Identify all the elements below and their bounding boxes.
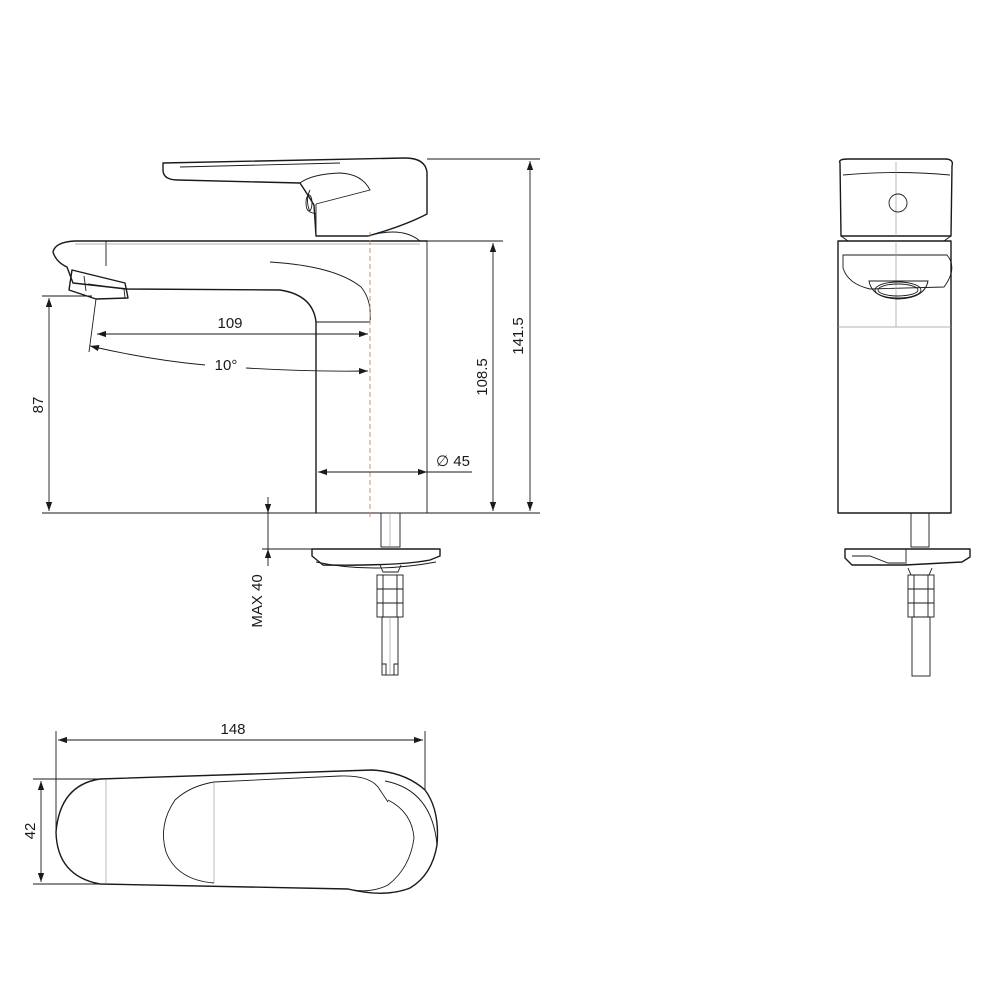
- dimension-spout-height: 108.5: [427, 240, 503, 511]
- label-spout-reach: 109: [217, 315, 242, 332]
- side-view: 141.5 108.5 87 109 10°: [30, 157, 540, 676]
- front-body: [837, 240, 953, 514]
- top-body: [55, 769, 439, 894]
- dimension-max-deck: MAX 40: [249, 497, 312, 628]
- dimension-top-length: 148: [55, 721, 426, 832]
- lever-handle: [162, 157, 428, 242]
- label-spout-height: 108.5: [474, 358, 491, 396]
- lever-pivot-circle: [888, 193, 908, 213]
- dimension-total-height: 141.5: [427, 158, 540, 514]
- label-spout-angle: 10°: [215, 357, 238, 374]
- mounting-kit: [311, 512, 441, 676]
- top-view: 148 42: [22, 721, 439, 894]
- label-total-height: 141.5: [510, 317, 527, 355]
- dimension-spout-reach: 109: [88, 298, 368, 353]
- dimension-spout-angle: 10°: [89, 344, 369, 375]
- label-top-length: 148: [220, 721, 245, 738]
- dimension-top-width: 42: [22, 778, 100, 885]
- front-mounting-kit: [844, 512, 971, 677]
- front-lever: [838, 158, 954, 242]
- aerator: [68, 269, 129, 300]
- front-view: [837, 158, 971, 677]
- dimension-outlet-height: 87: [30, 295, 316, 514]
- label-max-deck: MAX 40: [249, 574, 266, 627]
- dimension-body-diameter: ∅ 45: [318, 453, 472, 476]
- label-outlet-height: 87: [30, 397, 47, 414]
- label-top-width: 42: [22, 823, 39, 840]
- label-body-diameter: ∅ 45: [436, 453, 470, 470]
